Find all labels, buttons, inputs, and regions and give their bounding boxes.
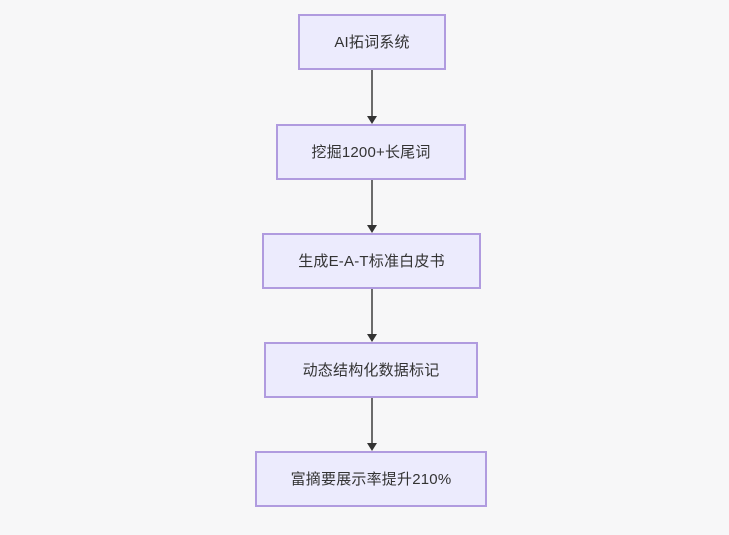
edge-line	[371, 180, 373, 226]
arrow-down-icon	[366, 116, 377, 124]
arrow-down-icon	[366, 334, 377, 342]
edge-line	[371, 289, 373, 335]
flowchart-node-3[interactable]: 生成E-A-T标准白皮书	[262, 233, 481, 289]
flowchart-node-4[interactable]: 动态结构化数据标记	[264, 342, 478, 398]
flowchart-node-5[interactable]: 富摘要展示率提升210%	[255, 451, 487, 507]
edge-line	[371, 398, 373, 444]
flowchart-node-1[interactable]: AI拓词系统	[298, 14, 446, 70]
flowchart-node-2-label: 挖掘1200+长尾词	[311, 143, 431, 161]
flowchart-node-3-label: 生成E-A-T标准白皮书	[298, 252, 445, 270]
flowchart-node-4-label: 动态结构化数据标记	[302, 361, 440, 379]
flowchart-node-1-label: AI拓词系统	[334, 33, 410, 51]
flowchart-node-2[interactable]: 挖掘1200+长尾词	[276, 124, 466, 180]
edge-line	[371, 70, 373, 117]
arrow-down-icon	[366, 443, 377, 451]
arrow-down-icon	[366, 225, 377, 233]
flowchart-node-5-label: 富摘要展示率提升210%	[290, 470, 452, 488]
